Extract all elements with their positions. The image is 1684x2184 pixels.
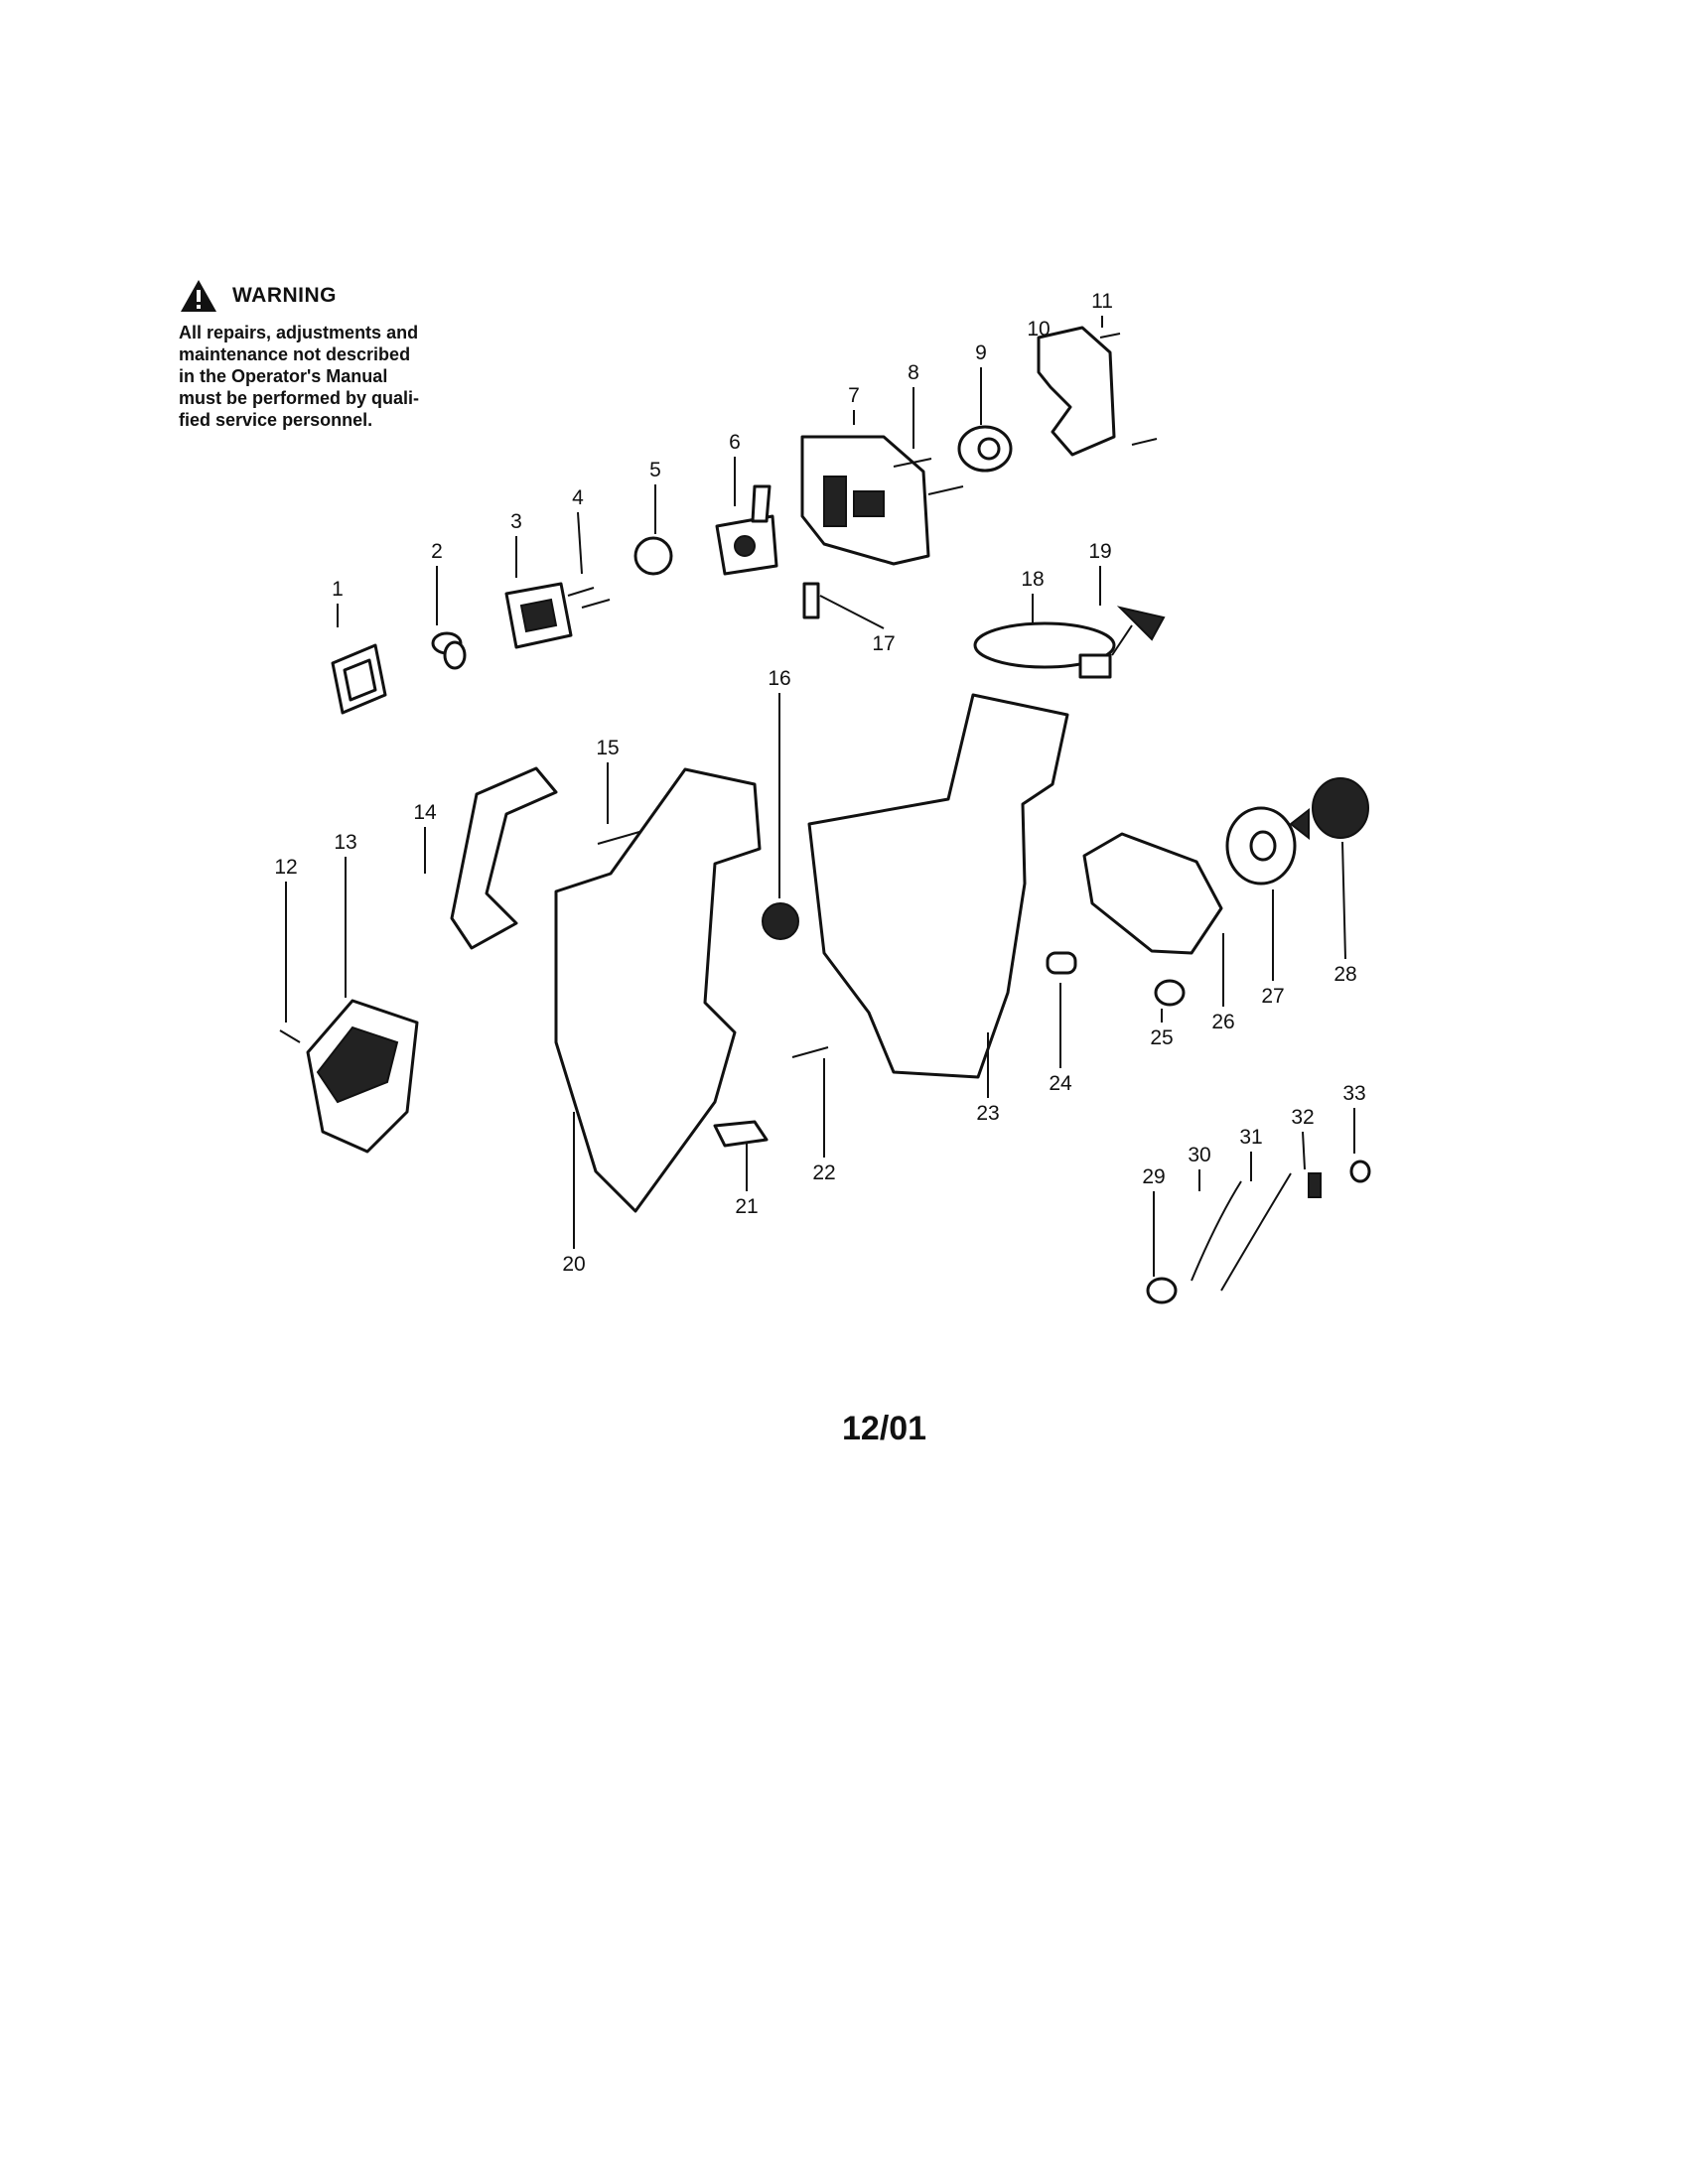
part-31-tube: [1220, 1172, 1292, 1292]
part-label-15: 15: [596, 737, 619, 759]
part-11-screws: [1099, 333, 1158, 446]
part-28-cap: [1289, 777, 1369, 841]
part-label-9: 9: [975, 341, 987, 364]
part-18-clamp: [973, 621, 1116, 679]
part-14-handle: [450, 766, 558, 950]
part-21-latch: [713, 1120, 769, 1148]
warning-triangle-icon: [181, 280, 216, 312]
part-17-key: [802, 582, 820, 619]
part-20-housing: [554, 767, 762, 1213]
part-label-7: 7: [848, 384, 860, 407]
part-label-22: 22: [812, 1161, 835, 1184]
leader-line-4: [577, 511, 583, 575]
part-label-25: 25: [1150, 1026, 1173, 1049]
part-27-washer: [1225, 806, 1297, 886]
part-label-31: 31: [1239, 1126, 1262, 1149]
part-label-23: 23: [976, 1102, 999, 1125]
part-label-1: 1: [332, 578, 344, 601]
part-23-housing: [807, 693, 1069, 1079]
warning-line: maintenance not described: [179, 344, 411, 364]
part-label-10: 10: [1027, 318, 1050, 341]
part-label-3: 3: [510, 510, 522, 533]
part-7-housing: [800, 435, 930, 566]
part-label-29: 29: [1142, 1165, 1165, 1188]
part-13-cover: [306, 999, 419, 1154]
warning-line: fied service personnel.: [179, 410, 373, 430]
part-label-13: 13: [334, 831, 356, 854]
part-labels: 1234567891011121314151617181920212223242…: [274, 290, 1365, 1276]
part-label-5: 5: [649, 459, 661, 481]
part-5-cap: [633, 536, 673, 576]
part-19-knob: [1111, 606, 1166, 656]
part-3-adapter: [504, 582, 573, 649]
warning-text: All repairs, adjustments and maintenance…: [179, 322, 469, 431]
part-label-17: 17: [872, 632, 895, 655]
part-9-washer: [957, 425, 1013, 473]
part-label-26: 26: [1211, 1011, 1234, 1033]
part-33-ring: [1349, 1160, 1371, 1183]
part-label-12: 12: [274, 856, 297, 879]
part-10-plate: [1037, 326, 1116, 457]
leader-line-32: [1302, 1131, 1306, 1170]
part-8-screws: [893, 458, 964, 495]
part-6-carburetor: [715, 484, 778, 576]
part-label-27: 27: [1261, 985, 1284, 1008]
part-25-nut: [1154, 979, 1186, 1007]
part-label-16: 16: [768, 667, 790, 690]
part-26-filter-housing: [1082, 832, 1223, 955]
part-12-screw: [279, 1029, 301, 1043]
part-16-fan: [762, 902, 799, 940]
part-label-14: 14: [413, 801, 437, 824]
part-29-grommet: [1146, 1277, 1178, 1304]
part-32-filter: [1308, 1172, 1322, 1198]
part-label-19: 19: [1088, 540, 1111, 563]
part-label-18: 18: [1021, 568, 1044, 591]
part-label-11: 11: [1091, 290, 1113, 313]
part-4-screws: [567, 587, 611, 609]
part-label-24: 24: [1049, 1072, 1072, 1095]
part-22-pin: [791, 1046, 829, 1058]
warning-title: WARNING: [232, 284, 337, 307]
part-label-8: 8: [908, 361, 919, 384]
part-label-2: 2: [431, 540, 443, 563]
part-label-33: 33: [1342, 1082, 1365, 1105]
warning-header: WARNING: [179, 278, 477, 314]
part-2-plug: [431, 631, 467, 670]
part-30-tube: [1191, 1180, 1242, 1282]
part-label-4: 4: [572, 486, 584, 509]
part-label-32: 32: [1291, 1106, 1314, 1129]
part-label-28: 28: [1333, 963, 1356, 986]
warning-line: must be performed by quali-: [179, 388, 420, 408]
warning-line: in the Operator's Manual: [179, 366, 388, 386]
part-1-gasket: [331, 643, 387, 715]
leader-line-17: [819, 595, 885, 629]
leader-line-28: [1341, 841, 1346, 960]
part-label-6: 6: [729, 431, 741, 454]
part-label-20: 20: [562, 1253, 585, 1276]
part-label-30: 30: [1188, 1144, 1210, 1166]
warning-notice: WARNING All repairs, adjustments and mai…: [179, 278, 477, 431]
leader-lines: [285, 316, 1355, 1277]
warning-line: All repairs, adjustments and: [179, 323, 419, 342]
part-label-21: 21: [735, 1195, 758, 1218]
footer-code: 12/01: [842, 1410, 927, 1447]
part-24-bushing: [1046, 951, 1077, 975]
